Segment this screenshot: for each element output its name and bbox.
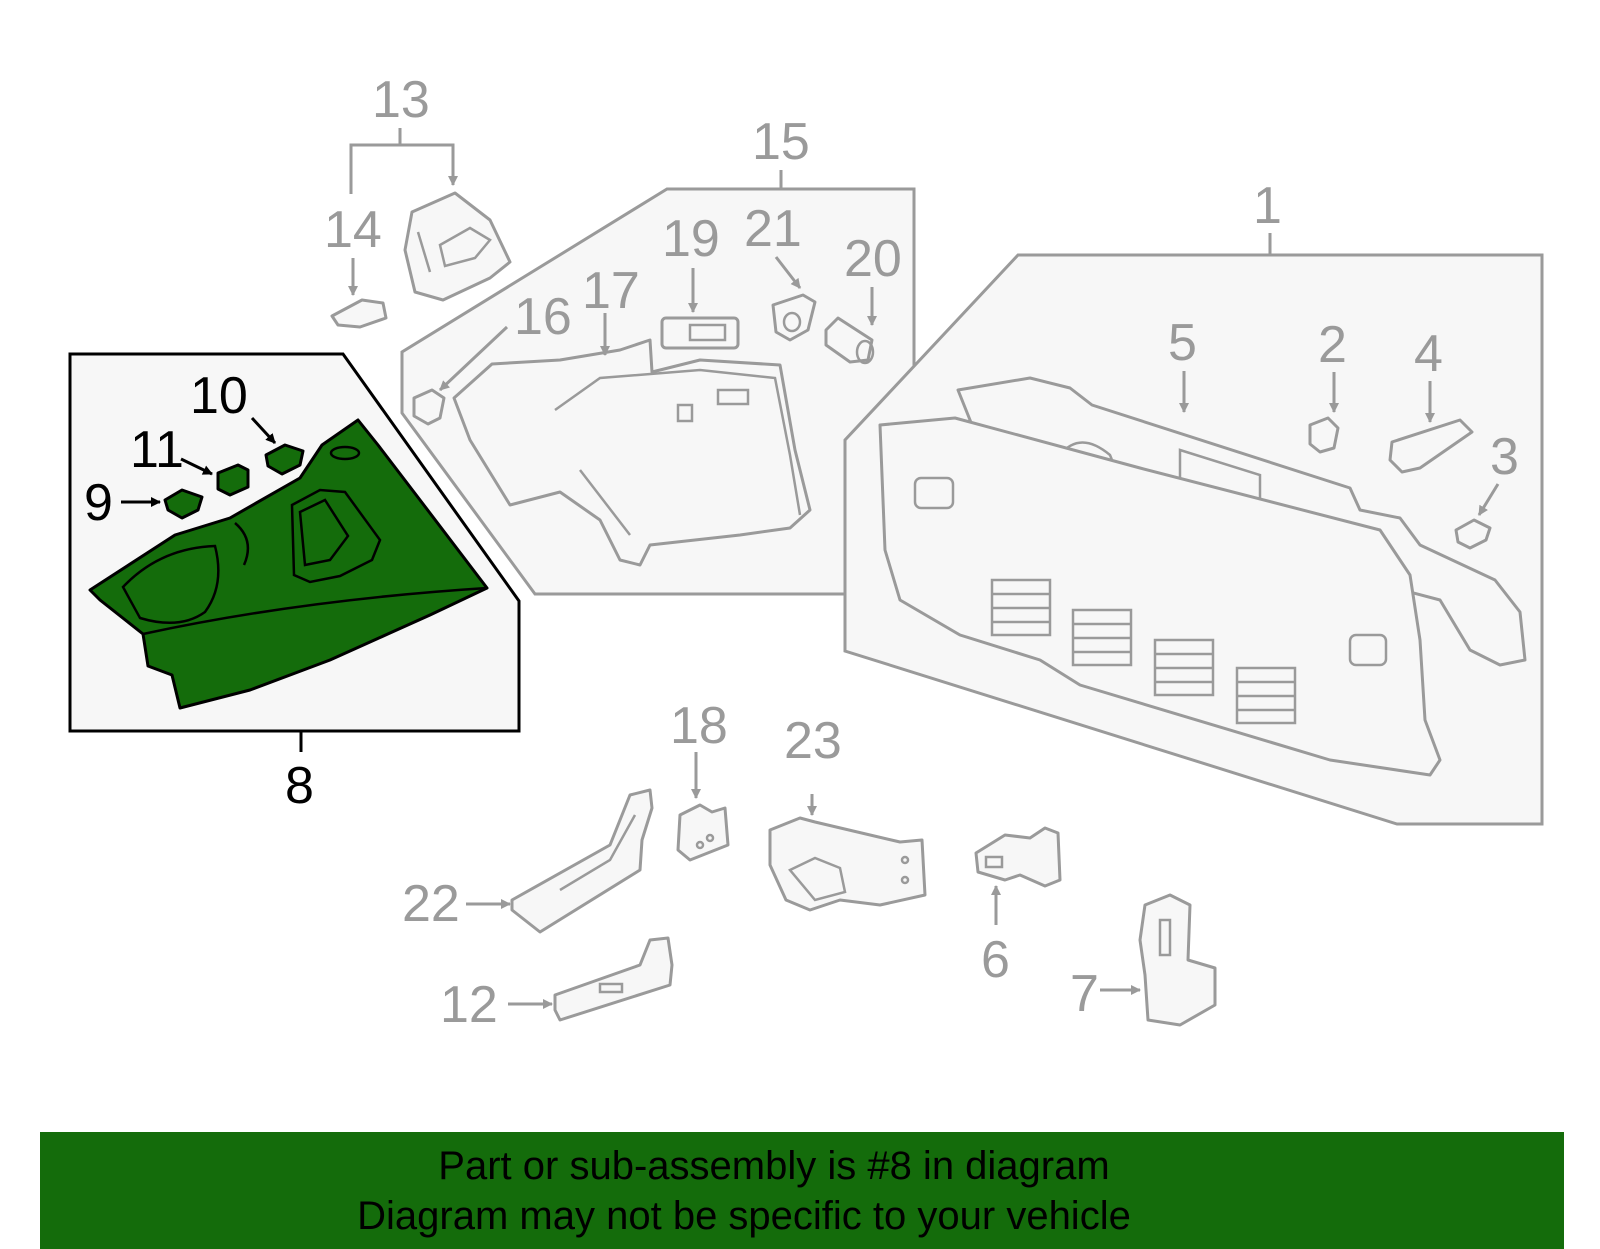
- callout-18: 18: [670, 697, 728, 755]
- part-14-clip[interactable]: [330, 298, 388, 329]
- leader-lines: [121, 128, 1500, 1009]
- part-1-panel[interactable]: [878, 416, 1442, 777]
- callout-10: 10: [190, 367, 248, 425]
- callout-16: 16: [514, 288, 572, 346]
- part-18-bracket[interactable]: [676, 803, 730, 862]
- part-9-clip[interactable]: [163, 488, 204, 520]
- callout-3: 3: [1490, 428, 1519, 486]
- part-17-panel[interactable]: [452, 338, 812, 567]
- part-20-plug[interactable]: [824, 316, 875, 365]
- callout-8: 8: [285, 757, 314, 815]
- part-3-clip[interactable]: [1454, 518, 1492, 550]
- callout-21: 21: [744, 200, 802, 258]
- callout-5: 5: [1168, 314, 1197, 372]
- part-12-rail[interactable]: [553, 936, 674, 1022]
- callout-11: 11: [130, 421, 184, 479]
- callout-4: 4: [1414, 325, 1443, 383]
- banner-line-1: Part or sub-assembly is #8 in diagram: [438, 1144, 1110, 1188]
- callout-9: 9: [84, 474, 113, 532]
- part-21-grommet[interactable]: [771, 293, 817, 342]
- part-7-bracket[interactable]: [1138, 893, 1217, 1027]
- part-22-bracket[interactable]: [510, 788, 654, 934]
- callout-14: 14: [324, 201, 382, 259]
- part-13-trim[interactable]: [403, 191, 512, 302]
- callout-13: 13: [372, 71, 430, 129]
- part-23-latch[interactable]: [768, 816, 927, 912]
- callout-labels: 13 14 15 16 17 19 21 20 1 5 2 4 3 10 11 …: [84, 71, 1519, 1034]
- callout-22: 22: [402, 875, 460, 933]
- callout-20: 20: [844, 230, 902, 288]
- part-11-clip[interactable]: [216, 463, 250, 497]
- part-10-clip[interactable]: [264, 443, 305, 476]
- callout-23: 23: [784, 712, 842, 770]
- callout-12: 12: [440, 976, 498, 1034]
- part-4-plug[interactable]: [1388, 418, 1474, 474]
- callout-1: 1: [1253, 177, 1282, 235]
- callout-19: 19: [662, 210, 720, 268]
- info-banner: Part or sub-assembly is #8 in diagram Di…: [40, 1132, 1564, 1249]
- callout-6: 6: [981, 931, 1010, 989]
- part-8-trim-panel[interactable]: [88, 418, 489, 710]
- callout-15: 15: [752, 113, 810, 171]
- callout-2: 2: [1318, 316, 1347, 374]
- part-19-bracket[interactable]: [660, 316, 740, 350]
- vent-grilles: [990, 578, 1297, 725]
- part-16-clip[interactable]: [412, 388, 446, 426]
- part-2-clip[interactable]: [1308, 416, 1340, 454]
- part-6-bracket[interactable]: [974, 826, 1062, 888]
- banner-line-2: Diagram may not be specific to your vehi…: [357, 1194, 1131, 1238]
- callout-17: 17: [582, 262, 640, 320]
- callout-7: 7: [1070, 965, 1099, 1023]
